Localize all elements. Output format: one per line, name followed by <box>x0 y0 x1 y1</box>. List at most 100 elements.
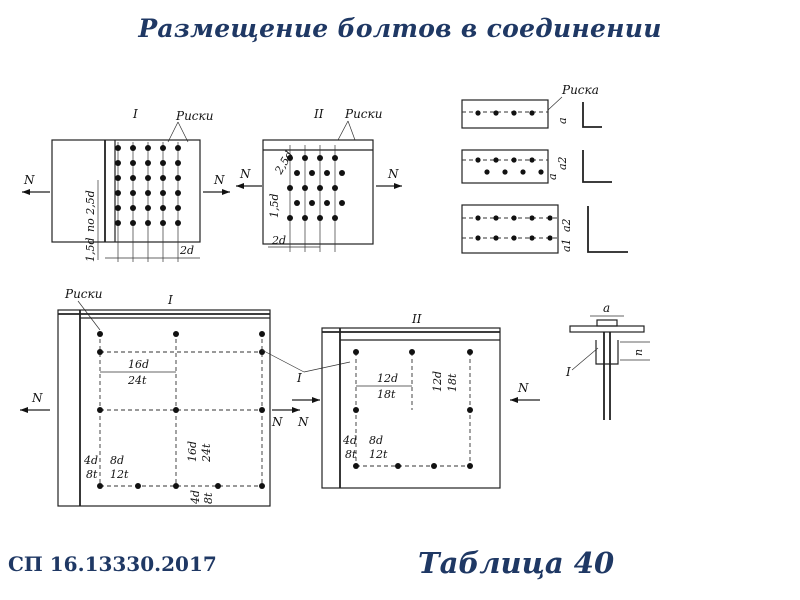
bolt-hole <box>353 407 359 413</box>
bolt-hole <box>175 145 181 151</box>
bolt-grid-2 <box>287 145 345 252</box>
bolt-hole <box>135 483 141 489</box>
dim-4d-2: 4d <box>342 434 357 447</box>
bolt-hole <box>302 215 308 221</box>
bolt-hole <box>493 110 499 116</box>
bolt-hole <box>511 215 517 221</box>
bolt-hole <box>493 215 499 221</box>
angle-sections: Риска a a a2 a2 a1 <box>461 83 628 254</box>
bolt-hole <box>547 235 553 241</box>
bolt-hole <box>332 215 338 221</box>
dim-a2-2: a2 <box>560 218 573 232</box>
bolt-hole <box>475 110 481 116</box>
bolt-hole <box>130 145 136 151</box>
bolt-hole <box>287 215 293 221</box>
dim-18t-v: 18t <box>446 373 459 392</box>
dim-a-tee: a <box>603 301 610 315</box>
bolt-hole <box>259 331 265 337</box>
bolt-hole <box>145 160 151 166</box>
dim-16d: 16d <box>128 358 149 371</box>
standard-reference: СП 16.13330.2017 <box>8 552 217 576</box>
bolt-hole <box>431 463 437 469</box>
bolt-hole <box>115 205 121 211</box>
bolt-hole <box>160 220 166 226</box>
label-riski-2: Риски <box>344 107 382 121</box>
bolt-hole <box>130 160 136 166</box>
bolt-hole <box>302 185 308 191</box>
bolt-hole <box>259 349 265 355</box>
bolt-hole <box>115 160 121 166</box>
bolt-hole <box>294 170 300 176</box>
bolt-hole <box>467 407 473 413</box>
bolt-hole <box>294 200 300 206</box>
bolt-hole <box>475 235 481 241</box>
force-n-right-2: N <box>387 167 399 181</box>
force-n-left-1: N <box>23 173 35 187</box>
bolt-hole <box>529 157 535 163</box>
dim-1-5d-2: 1,5d <box>268 193 281 218</box>
plate-1-diagram: I Риски по 2,5d 1,5d 2d N N <box>22 107 230 262</box>
bolt-hole <box>529 235 535 241</box>
dim-12d: 12d <box>377 372 398 385</box>
bolt-hole <box>287 155 293 161</box>
bolt-hole <box>475 215 481 221</box>
bolt-hole <box>175 205 181 211</box>
bolt-hole <box>353 463 359 469</box>
bolt-hole <box>160 205 166 211</box>
bolt-hole <box>467 463 473 469</box>
bolt-hole <box>502 169 508 175</box>
bolt-hole <box>145 205 151 211</box>
bolt-hole <box>97 407 103 413</box>
bolt-hole <box>145 145 151 151</box>
dim-12d-v: 12d <box>431 371 444 392</box>
bolt-hole <box>520 169 526 175</box>
bolt-hole <box>97 483 103 489</box>
label-roman-2: II <box>313 107 324 121</box>
dim-8t-2: 8t <box>345 448 357 461</box>
dim-4d-1: 4d <box>83 454 98 467</box>
bolt-hole <box>339 200 345 206</box>
bolt-hole <box>115 145 121 151</box>
bolt-hole <box>317 215 323 221</box>
bolt-hole <box>324 200 330 206</box>
bolt-hole <box>259 483 265 489</box>
label-roman-5: II <box>411 312 422 326</box>
bolt-hole <box>115 220 121 226</box>
plate-2-diagram: II Риски 2,5d 1,5d 2d N N <box>236 107 402 252</box>
bolt-hole <box>353 349 359 355</box>
dim-8d-2: 8d <box>369 434 383 447</box>
bolt-hole <box>145 220 151 226</box>
table-reference: Таблица 40 <box>418 546 615 580</box>
bolt-hole <box>97 331 103 337</box>
slide-title: Размещение болтов в соединении <box>138 14 662 43</box>
force-n-left-4: N <box>297 415 309 429</box>
bolt-hole <box>547 215 553 221</box>
force-n-right-4: N <box>517 381 529 395</box>
bolt-hole <box>511 110 517 116</box>
bolt-grid-1 <box>115 142 181 262</box>
bolt-hole <box>175 190 181 196</box>
dim-8t-1: 8t <box>86 468 98 481</box>
bolt-hole <box>493 235 499 241</box>
bolt-hole <box>484 169 490 175</box>
bolt-hole <box>409 349 415 355</box>
bolt-hole <box>332 155 338 161</box>
plate-large-1-diagram: Риски I 16d 24t 16d 24t 4d 8t 8d 12t 4d … <box>20 287 351 507</box>
bolt-hole <box>395 463 401 469</box>
dim-a2-1: a2 <box>556 156 569 170</box>
dim-8d-1: 8d <box>110 454 124 467</box>
label-riski-3: Риски <box>64 287 102 301</box>
dim-a-2: a <box>546 173 559 180</box>
dim-n: n <box>632 349 645 356</box>
bolt-hole <box>215 483 221 489</box>
bolt-hole <box>259 407 265 413</box>
bolt-hole <box>173 407 179 413</box>
dim-2-5d: 2,5d <box>272 149 296 178</box>
bolt-hole <box>317 155 323 161</box>
dim-8t-v: 8t <box>202 492 215 504</box>
bolt-hole <box>317 185 323 191</box>
bolt-hole <box>130 220 136 226</box>
dim-18t: 18t <box>377 388 396 401</box>
dim-24t: 24t <box>127 374 147 387</box>
